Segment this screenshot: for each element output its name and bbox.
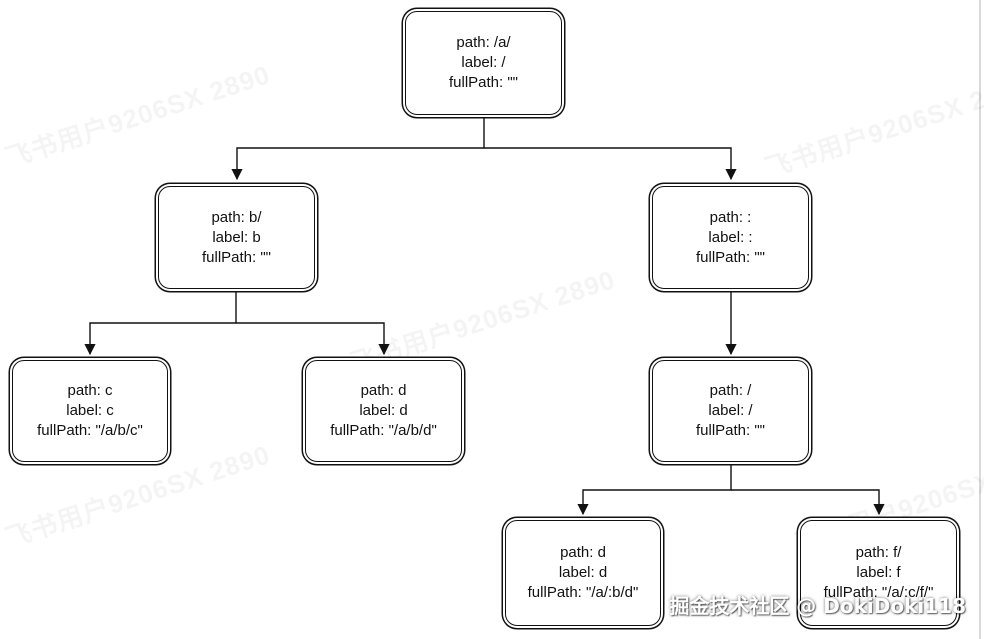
edge-b-c bbox=[84, 292, 237, 356]
node-path: path: d bbox=[360, 382, 407, 399]
node-label: label: : bbox=[708, 228, 753, 246]
node-label: label: f bbox=[856, 564, 901, 581]
node-fullpath: fullPath: "" bbox=[448, 74, 519, 91]
node-label: label: / bbox=[708, 402, 753, 419]
node-fullpath: fullPath: "/a/b/d" bbox=[330, 422, 437, 439]
node-label: label: / bbox=[461, 54, 506, 71]
node-label: label: b bbox=[212, 228, 261, 246]
edge-slash-d bbox=[577, 465, 732, 516]
node-path: path: /a/ bbox=[456, 34, 511, 51]
node-label: label: d bbox=[558, 564, 608, 581]
canvas-border bbox=[979, 0, 981, 639]
node-path: path: / bbox=[709, 382, 752, 399]
tree-node-cd: path: d label: d fullPath: "/a/:b/d" bbox=[505, 520, 661, 626]
tree-node-f: path: f/ label: f fullPath: "/a/:c/f/" bbox=[800, 520, 957, 626]
edge-root-param bbox=[484, 147, 737, 181]
node-label: label: c bbox=[66, 402, 114, 419]
node-fullpath: fullPath: "" bbox=[695, 422, 766, 439]
tree-node-c: path: c label: c fullPath: "/a/b/c" bbox=[12, 360, 168, 462]
edge-root-b bbox=[231, 118, 485, 181]
edge-slash-f bbox=[731, 489, 885, 516]
node-fullpath: fullPath: "" bbox=[695, 248, 766, 266]
node-fullpath: fullPath: "/a/:b/d" bbox=[527, 584, 639, 601]
node-fullpath: fullPath: "" bbox=[201, 248, 272, 266]
node-fullpath: fullPath: "/a/b/c" bbox=[37, 422, 143, 439]
footer-watermark: 掘金技术社区 @ DokiDoki118 bbox=[669, 594, 966, 618]
node-path: path: f/ bbox=[855, 544, 902, 561]
node-label: label: d bbox=[359, 402, 408, 419]
node-fullpath: fullPath: "/a/:c/f/" bbox=[823, 584, 934, 601]
node-path: path: b/ bbox=[211, 208, 262, 226]
node-path: path: d bbox=[560, 544, 606, 561]
tree-node-b: path: b/ label: b fullPath: "" bbox=[158, 186, 315, 289]
node-path: path: : bbox=[709, 208, 752, 226]
tree-node-bd: path: d label: d fullPath: "/a/b/d" bbox=[305, 360, 462, 462]
tree-node-param: path: : label: : fullPath: "" bbox=[652, 186, 809, 289]
tree-node-root: path: /a/ label: / fullPath: "" bbox=[405, 11, 562, 115]
tree-node-slash: path: / label: / fullPath: "" bbox=[652, 360, 809, 462]
node-path: path: c bbox=[67, 382, 113, 399]
edge-b-d bbox=[236, 322, 390, 356]
